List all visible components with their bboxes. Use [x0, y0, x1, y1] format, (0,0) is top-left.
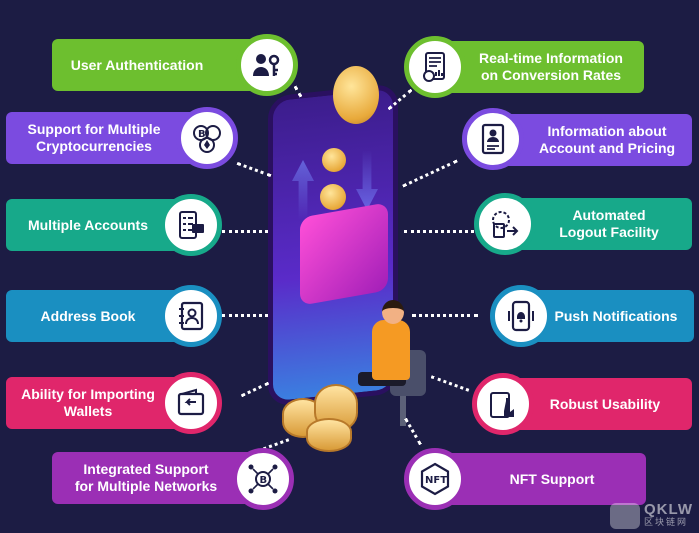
feature-account-pricing: Information about Account and Pricing	[496, 114, 692, 166]
push-notification-icon	[490, 285, 552, 347]
connector-dots	[404, 230, 474, 233]
feature-user-authentication: User Authentication	[52, 39, 264, 91]
account-info-icon	[462, 108, 524, 170]
svg-text:B: B	[260, 475, 268, 486]
connector-dots	[240, 381, 270, 398]
person-body	[372, 320, 410, 380]
feature-label: Multiple Accounts	[27, 216, 149, 233]
nft-icon-text: NFT	[425, 475, 447, 486]
connector-dots	[222, 314, 268, 317]
import-wallet-icon	[160, 372, 222, 434]
connector-dots	[236, 161, 272, 178]
feature-label: User Authentication	[70, 56, 204, 73]
office-chair-base	[400, 396, 406, 426]
accounts-list-icon	[160, 194, 222, 256]
feature-label: Robust Usability	[549, 395, 661, 412]
auto-logout-icon	[474, 193, 536, 255]
report-chart-icon	[404, 36, 466, 98]
feature-label: Support for Multiple Cryptocurrencies	[27, 121, 161, 154]
coin-stack	[306, 418, 352, 452]
crypto-coins-icon: B	[176, 107, 238, 169]
feature-label: Address Book	[40, 307, 136, 324]
svg-text:B: B	[198, 129, 206, 140]
feature-label: Integrated Support for Multiple Networks	[74, 461, 218, 494]
feature-label: Real-time Information on Conversion Rate…	[479, 50, 623, 83]
falling-coin	[322, 148, 346, 172]
address-book-icon	[160, 285, 222, 347]
watermark-sub-text: 区块链网	[644, 517, 689, 527]
feature-label: Information about Account and Pricing	[538, 123, 676, 156]
connector-dots	[222, 230, 268, 233]
usability-icon	[472, 373, 534, 435]
wallet-illustration	[300, 202, 388, 306]
feature-push-notifications: Push Notifications	[524, 290, 694, 342]
user-key-icon	[236, 34, 298, 96]
person-head	[382, 300, 404, 324]
watermark: QKLW 区块链网	[610, 501, 693, 529]
watermark-logo-icon	[610, 503, 640, 529]
connector-dots	[412, 314, 478, 317]
feature-label: NFT Support	[509, 470, 595, 487]
connector-dots	[404, 417, 422, 446]
feature-conversion-rates: Real-time Information on Conversion Rate…	[436, 41, 644, 93]
nft-icon: NFT	[404, 448, 466, 510]
feature-nft-support: NFT Support	[436, 453, 646, 505]
feature-label: Automated Logout Facility	[559, 207, 659, 240]
feature-robust-usability: Robust Usability	[504, 378, 692, 430]
connector-dots	[402, 159, 458, 188]
connector-dots	[430, 375, 470, 392]
falling-coin	[320, 184, 346, 210]
feature-label: Ability for Importing Wallets	[21, 386, 155, 419]
watermark-main-text: QKLW	[644, 501, 693, 518]
network-icon: B	[232, 448, 294, 510]
bitcoin-coin-large	[333, 66, 379, 124]
feature-label: Push Notifications	[554, 307, 678, 324]
